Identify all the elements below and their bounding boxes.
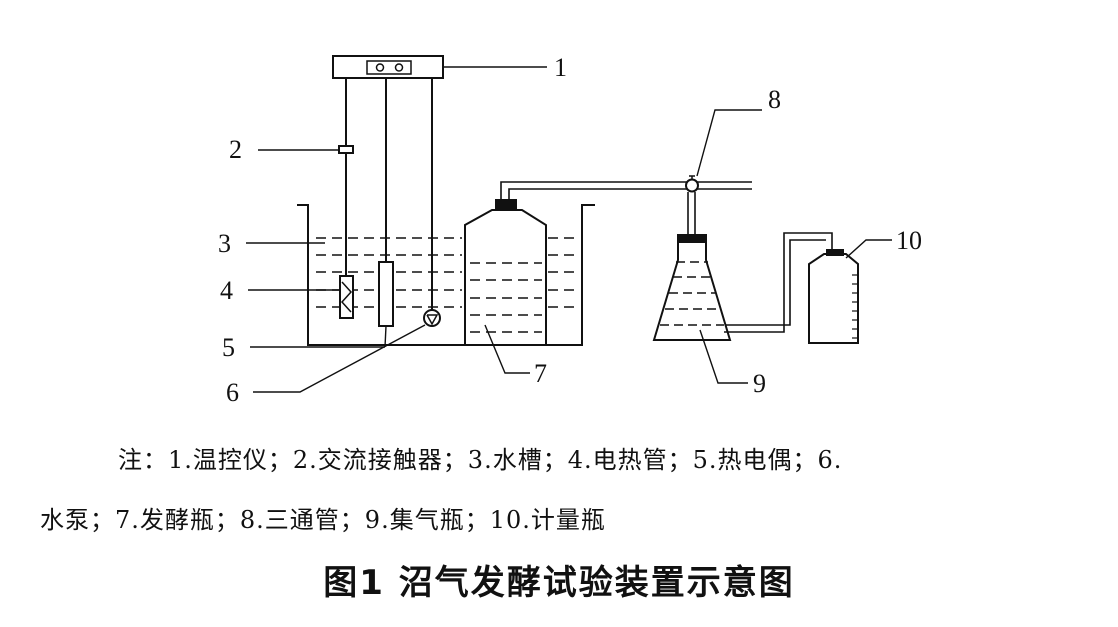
callout-1: 1 <box>554 53 567 82</box>
water-tank <box>297 204 595 346</box>
ac-contactor <box>338 145 354 154</box>
fermentation-bottle <box>464 199 547 346</box>
figure-caption: 图1 沼气发酵试验装置示意图 <box>323 563 795 603</box>
callout-4: 4 <box>220 276 233 305</box>
metering-bottle <box>808 249 859 344</box>
three-way-tube <box>685 175 699 234</box>
gas-collection-bottle <box>652 234 732 341</box>
callout-5: 5 <box>222 333 235 362</box>
callout-10: 10 <box>896 226 922 255</box>
water-pump <box>423 309 441 327</box>
callout-labels: 1 2 3 4 5 6 7 8 9 10 <box>218 53 922 407</box>
thermocouple <box>378 261 394 327</box>
callout-8: 8 <box>768 85 781 114</box>
electric-heating-tube <box>339 275 354 319</box>
callout-2: 2 <box>229 135 242 164</box>
temperature-controller <box>332 55 444 79</box>
apparatus-diagram: 1 2 3 4 5 6 7 8 9 10 <box>218 53 922 407</box>
leader-lines <box>246 66 892 393</box>
gas-pipe <box>500 181 752 199</box>
callout-3: 3 <box>218 229 231 258</box>
siphon-tube <box>724 232 833 333</box>
legend-note-line-1: 注：1.温控仪；2.交流接触器；3.水槽；4.电热管；5.热电偶；6. <box>118 446 843 474</box>
callout-7: 7 <box>534 359 547 388</box>
legend-note-line-2: 水泵；7.发酵瓶；8.三通管；9.集气瓶；10.计量瓶 <box>40 506 606 534</box>
callout-9: 9 <box>753 369 766 398</box>
callout-6: 6 <box>226 378 239 407</box>
